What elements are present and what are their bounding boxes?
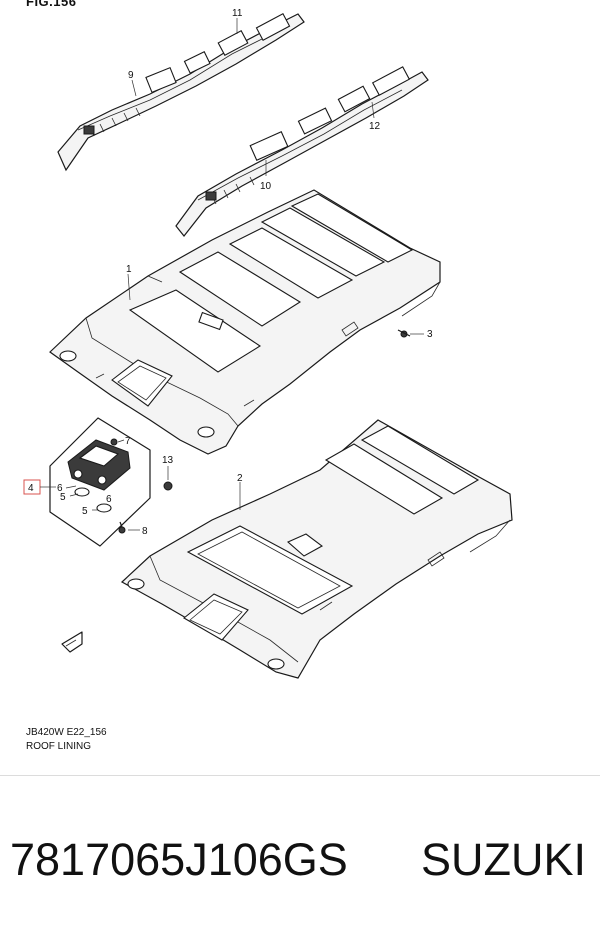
callout-4: 4 (28, 483, 34, 494)
roof-lining-drawing: 11 9 12 10 1 3 2 4 13 7 6 5 6 5 8 (23, 8, 513, 679)
exploded-parts-diagram: FIG.156 (0, 0, 600, 776)
callout-5-right: 5 (82, 506, 88, 517)
rail-part-10-12 (175, 66, 429, 237)
callout-10: 10 (260, 181, 272, 192)
front-direction-arrow-icon (61, 631, 83, 653)
callout-2: 2 (237, 473, 243, 484)
callout-7: 7 (125, 436, 131, 447)
callout-13: 13 (162, 455, 174, 466)
brand-name: SUZUKI (420, 834, 586, 885)
callout-12: 12 (369, 121, 381, 132)
callout-11: 11 (232, 8, 243, 19)
callout-6-right: 6 (106, 494, 112, 505)
roof-lining-part-1 (49, 189, 441, 455)
callout-3: 3 (427, 329, 433, 340)
callout-9: 9 (128, 70, 134, 81)
roof-lining-part-2 (120, 419, 513, 679)
figure-name: ROOF LINING (26, 741, 92, 752)
callout-5-left: 5 (60, 492, 66, 503)
callout-numbers: 11 9 12 10 1 3 2 4 13 7 6 5 6 5 8 (28, 8, 433, 537)
leader-lines (40, 18, 424, 531)
rail-part-9-11 (57, 13, 305, 172)
callout-6-left: 6 (57, 483, 63, 494)
lamp-assembly-part-4 (49, 329, 411, 547)
callout-8: 8 (142, 526, 148, 537)
callout-1: 1 (126, 264, 132, 275)
figure-code: JB420W E22_156 (26, 727, 107, 738)
figure-label: FIG.156 (26, 0, 77, 9)
part-number: 7817065J106GS (10, 834, 348, 885)
